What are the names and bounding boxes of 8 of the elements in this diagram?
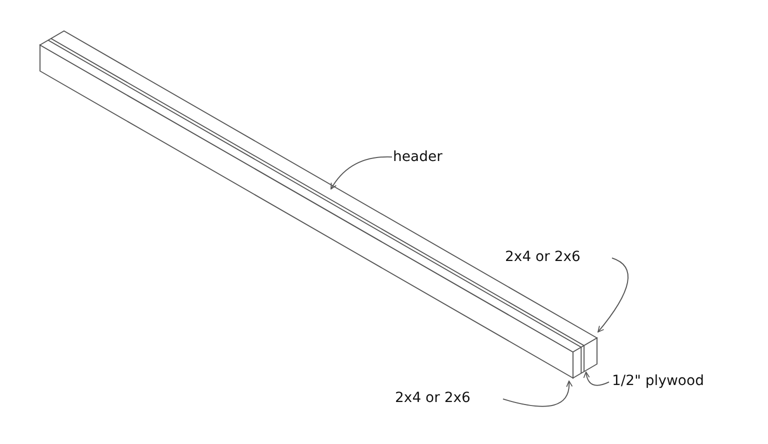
part-label: header bbox=[393, 148, 442, 166]
part-label: 1/2" plywood bbox=[612, 372, 704, 390]
leader-line bbox=[584, 372, 610, 386]
leader-line bbox=[330, 156, 392, 190]
part-label: 2x4 or 2x6 bbox=[395, 389, 470, 407]
part-label: 2x4 or 2x6 bbox=[505, 248, 580, 266]
leader-line bbox=[502, 380, 572, 407]
leader-line bbox=[598, 258, 629, 332]
